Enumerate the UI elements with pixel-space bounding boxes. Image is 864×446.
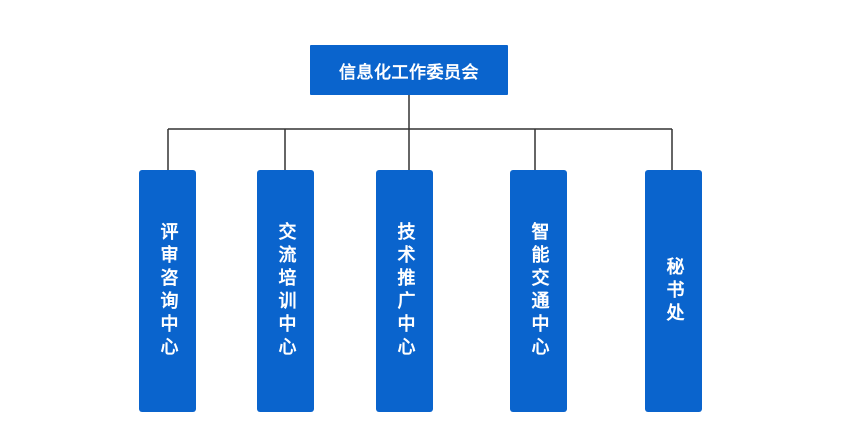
- child-node-label: 交流培训中心: [275, 222, 297, 360]
- child-node-intelligent-transport: 智能交通中心: [510, 170, 567, 412]
- root-node-label: 信息化工作委员会: [339, 62, 479, 83]
- child-node-label: 评审咨询中心: [157, 222, 179, 360]
- child-node-review-consulting: 评审咨询中心: [139, 170, 196, 412]
- child-node-label: 智能交通中心: [528, 222, 550, 360]
- child-node-tech-promotion: 技术推广中心: [376, 170, 433, 412]
- root-node: 信息化工作委员会: [310, 45, 508, 95]
- child-node-exchange-training: 交流培训中心: [257, 170, 314, 412]
- child-node-secretariat: 秘书处: [645, 170, 702, 412]
- child-node-label: 技术推广中心: [394, 222, 416, 360]
- child-node-label: 秘书处: [663, 256, 685, 326]
